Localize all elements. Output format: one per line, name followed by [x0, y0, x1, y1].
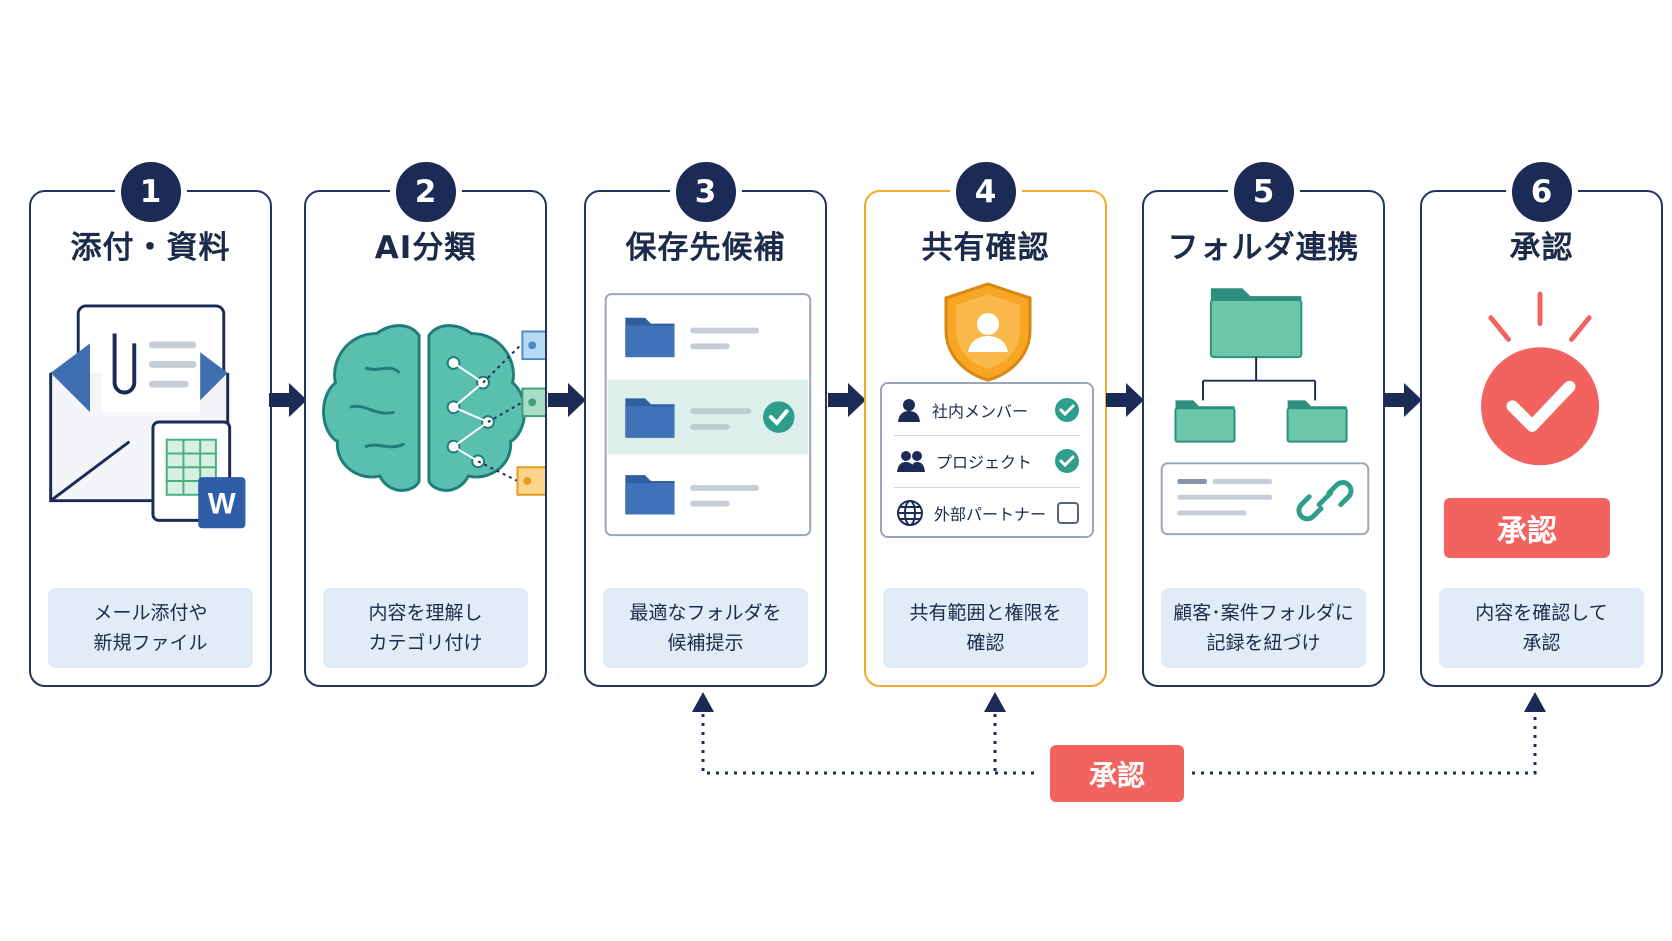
- shield-user-icon: [944, 282, 1032, 382]
- globe-icon: [897, 500, 923, 526]
- step-description: メール添付や 新規ファイル: [48, 588, 253, 668]
- checked-icon[interactable]: [1054, 448, 1080, 474]
- step-number-badge: 1: [114, 156, 187, 228]
- approve-button[interactable]: 承認: [1444, 498, 1610, 558]
- step-card-4: 4 共有確認 社内メンバー プロジェクト 外部パートナー 共有範囲と権限を 確認: [864, 156, 1107, 687]
- folder-icon: [625, 398, 675, 438]
- share-row-external: 外部パートナー: [882, 488, 1092, 538]
- step-number-badge: 2: [389, 156, 462, 228]
- step-number-badge: 5: [1227, 156, 1300, 228]
- step-description: 顧客･案件フォルダに 記録を紐づけ: [1161, 588, 1366, 668]
- approved-check-icon: [1481, 291, 1600, 466]
- mail-attachment-icon: W: [49, 304, 246, 529]
- step-number-badge: 4: [949, 156, 1022, 228]
- share-row-project: プロジェクト: [882, 436, 1092, 486]
- share-row-label: プロジェクト: [936, 453, 1033, 472]
- share-row-label: 社内メンバー: [932, 402, 1029, 421]
- step-card-5: 5 フォルダ連携 顧客･案件フォルダに 記録を紐づけ: [1142, 156, 1385, 687]
- link-icon: [1296, 480, 1354, 522]
- person-icon: [898, 399, 920, 422]
- share-permission-panel: 社内メンバー プロジェクト 外部パートナー: [880, 382, 1094, 538]
- step-card-1: 1 添付・資料 W メール添付や 新規ファイル: [29, 156, 272, 687]
- flow-arrow-icon: [1384, 383, 1422, 417]
- step-title: 保存先候補: [625, 230, 786, 266]
- step-card-2: 2 AI分類 内容を理解し カテゴリ付け: [304, 156, 547, 687]
- step-description: 最適なフォルダを 候補提示: [603, 588, 808, 668]
- checked-icon[interactable]: [1054, 397, 1080, 423]
- flow-arrow-icon: [1106, 383, 1144, 417]
- folder-icon: [625, 475, 675, 515]
- flow-arrow-icon: [548, 383, 586, 417]
- step-title: 共有確認: [921, 230, 1050, 266]
- share-row-internal: 社内メンバー: [882, 385, 1092, 435]
- step-card-6: 6 承認 承認 内容を確認して 承認: [1420, 156, 1663, 687]
- flow-arrow-icon: [828, 383, 866, 417]
- step-description: 内容を理解し カテゴリ付け: [323, 588, 528, 668]
- step-title: AI分類: [374, 230, 477, 266]
- folder-candidates-list: [604, 293, 812, 537]
- ai-brain-icon: [322, 324, 545, 496]
- share-row-label: 外部パートナー: [934, 505, 1047, 524]
- step-number-badge: 6: [1505, 156, 1578, 228]
- step-title: 添付・資料: [70, 230, 231, 266]
- step-number-badge: 3: [669, 156, 742, 228]
- folder-icon: [625, 317, 675, 358]
- svg-text:W: W: [208, 487, 236, 520]
- step-description: 共有範囲と権限を 確認: [883, 588, 1088, 668]
- folder-tree-icon: [1160, 288, 1370, 536]
- step-description: 内容を確認して 承認: [1439, 588, 1644, 668]
- feedback-approval-badge: 承認: [1050, 745, 1184, 802]
- group-icon: [897, 451, 925, 472]
- step-title: フォルダ連携: [1167, 230, 1360, 266]
- unchecked-box-icon[interactable]: [1056, 501, 1080, 525]
- step-title: 承認: [1509, 230, 1574, 266]
- flow-arrow-icon: [269, 383, 307, 417]
- step-card-3: 3 保存先候補 最適なフォルダを 候補提示: [584, 156, 827, 687]
